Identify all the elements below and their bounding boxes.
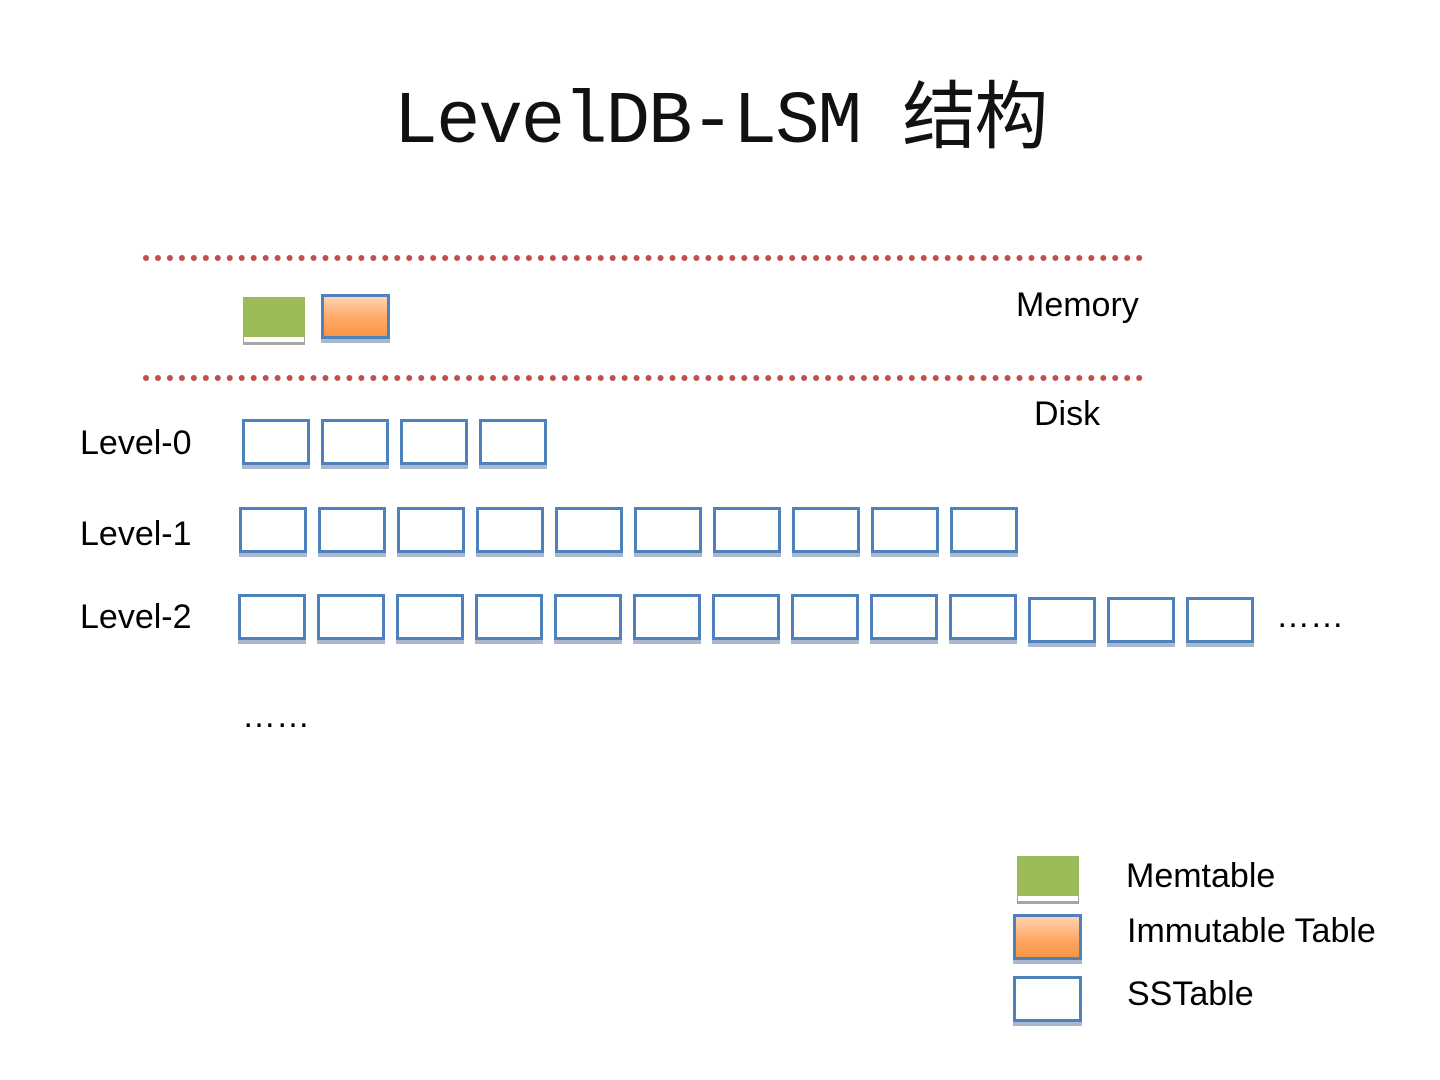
sstable-block — [1028, 597, 1096, 643]
sstable-block — [1186, 597, 1254, 643]
legend-immutable-label: Immutable Table — [1127, 912, 1376, 950]
more-levels-ellipsis: …… — [242, 697, 310, 735]
sstable-block — [396, 594, 464, 640]
level-1-label: Level-1 — [80, 515, 192, 553]
sstable-block — [949, 594, 1017, 640]
sstable-block — [400, 419, 468, 465]
sstable-block — [321, 419, 389, 465]
legend-sstable-label: SSTable — [1127, 975, 1254, 1013]
memory-label: Memory — [1016, 286, 1139, 324]
level-2-more-ellipsis: …… — [1276, 597, 1344, 635]
legend-memtable-label: Memtable — [1126, 857, 1276, 895]
sstable-block — [713, 507, 781, 553]
sstable-block — [712, 594, 780, 640]
sstable-block — [791, 594, 859, 640]
page-title: LevelDB-LSM 结构 — [393, 81, 1049, 165]
sstable-block — [476, 507, 544, 553]
legend-immutable-swatch — [1013, 914, 1082, 960]
immutable-table-block — [321, 294, 390, 339]
sstable-block — [870, 594, 938, 640]
memory-top-divider — [143, 255, 1143, 261]
sstable-block — [479, 419, 547, 465]
sstable-block — [317, 594, 385, 640]
sstable-block — [239, 507, 307, 553]
memtable-block — [243, 297, 305, 337]
sstable-block — [397, 507, 465, 553]
legend-sstable-swatch — [1013, 976, 1082, 1022]
level-2-label: Level-2 — [80, 598, 192, 636]
sstable-block — [318, 507, 386, 553]
sstable-block — [554, 594, 622, 640]
sstable-block — [634, 507, 702, 553]
sstable-block — [555, 507, 623, 553]
sstable-block — [792, 507, 860, 553]
sstable-block — [475, 594, 543, 640]
disk-label: Disk — [1034, 395, 1101, 433]
sstable-block — [633, 594, 701, 640]
sstable-block — [238, 594, 306, 640]
legend-memtable-swatch — [1017, 856, 1079, 896]
sstable-block — [950, 507, 1018, 553]
sstable-block — [871, 507, 939, 553]
sstable-block — [242, 419, 310, 465]
level-0-label: Level-0 — [80, 424, 192, 462]
sstable-block — [1107, 597, 1175, 643]
memory-disk-divider — [143, 375, 1143, 381]
